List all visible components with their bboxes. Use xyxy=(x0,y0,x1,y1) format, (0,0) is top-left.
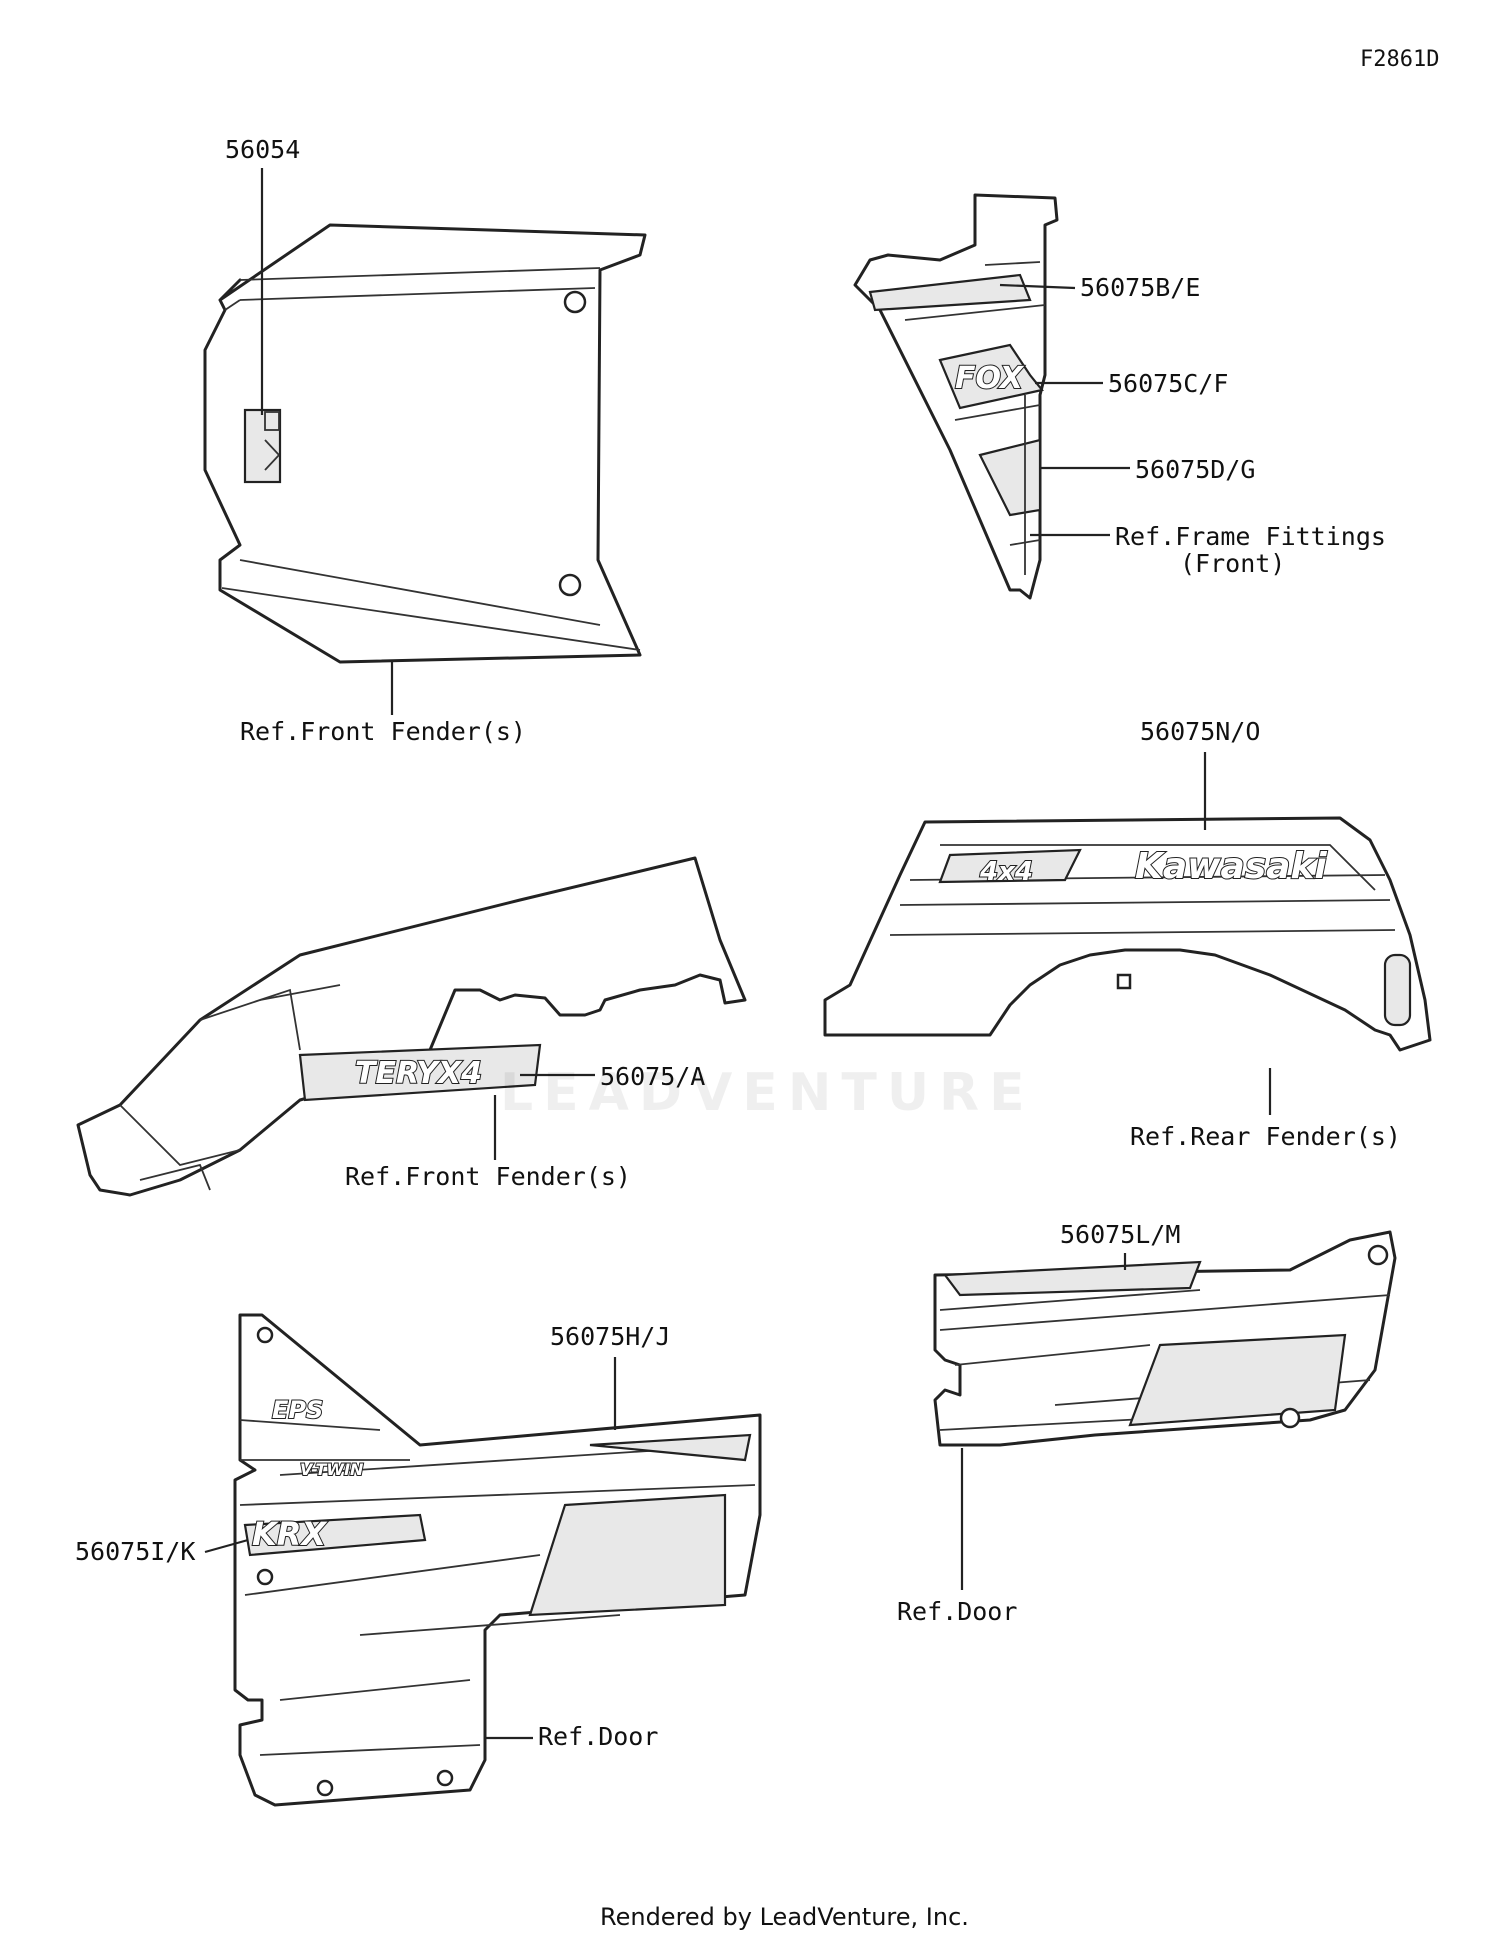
label-ref-rear-fender: Ref.Rear Fender(s) xyxy=(1130,1122,1401,1151)
teryx4-decal: TERYX4 xyxy=(355,1056,482,1091)
label-ref-frame-fittings-front: (Front) xyxy=(1180,549,1285,578)
label-ref-front-fender-1: Ref.Front Fender(s) xyxy=(240,717,526,746)
watermark: LEADVENTURE xyxy=(500,1063,1035,1123)
label-56054: 56054 xyxy=(225,135,300,164)
label-ref-front-fender-2: Ref.Front Fender(s) xyxy=(345,1162,631,1191)
door-left: EPS V-TWIN KRX xyxy=(233,1313,762,1807)
leader-56075ik xyxy=(204,1538,249,1554)
eps-decal: EPS xyxy=(272,1396,323,1424)
door-left-bolt-2 xyxy=(256,1568,274,1586)
door-right-bolt-1 xyxy=(1367,1244,1389,1266)
footer-credit: Rendered by LeadVenture, Inc. xyxy=(600,1903,969,1931)
door-left-bolt-3 xyxy=(316,1779,334,1797)
door-right-bolt-2 xyxy=(1279,1407,1301,1429)
warning-decal-56054 xyxy=(243,408,282,484)
label-56075ik: 56075I/K xyxy=(75,1537,195,1566)
front-fender-side: TERYX4 xyxy=(76,856,747,1197)
leader-56075be xyxy=(999,283,1076,290)
vtwin-decal: V-TWIN xyxy=(300,1460,364,1479)
label-56075lm: 56075L/M xyxy=(1060,1220,1180,1249)
label-56075no: 56075N/O xyxy=(1140,717,1260,746)
label-56075hj: 56075H/J xyxy=(550,1322,670,1351)
fox-decal: FOX xyxy=(955,361,1025,396)
krx-decal: KRX xyxy=(252,1515,327,1553)
four-by-four-decal: 4x4 xyxy=(979,857,1033,887)
hood-bolt-hole-top xyxy=(563,290,587,314)
door-right xyxy=(933,1230,1397,1447)
label-56075dg: 56075D/G xyxy=(1135,455,1255,484)
label-56075be: 56075B/E xyxy=(1080,273,1200,302)
frame-fitting-front: FOX xyxy=(853,193,1059,600)
diagram-code: F2861D xyxy=(1360,47,1439,72)
kawasaki-decal: Kawasaki xyxy=(1135,846,1327,887)
label-ref-door-1: Ref.Door xyxy=(538,1722,658,1751)
label-56075cf: 56075C/F xyxy=(1108,369,1228,398)
door-left-bolt-1 xyxy=(256,1326,274,1344)
hood-bolt-hole-bottom xyxy=(558,573,582,597)
label-ref-frame-fittings: Ref.Frame Fittings xyxy=(1115,522,1386,551)
front-hood-panel xyxy=(203,223,647,664)
door-left-bolt-4 xyxy=(436,1769,454,1787)
rear-fender: 4x4 Kawasaki xyxy=(823,816,1432,1052)
label-ref-door-2: Ref.Door xyxy=(897,1597,1017,1626)
label-56075a: 56075/A xyxy=(600,1062,705,1091)
